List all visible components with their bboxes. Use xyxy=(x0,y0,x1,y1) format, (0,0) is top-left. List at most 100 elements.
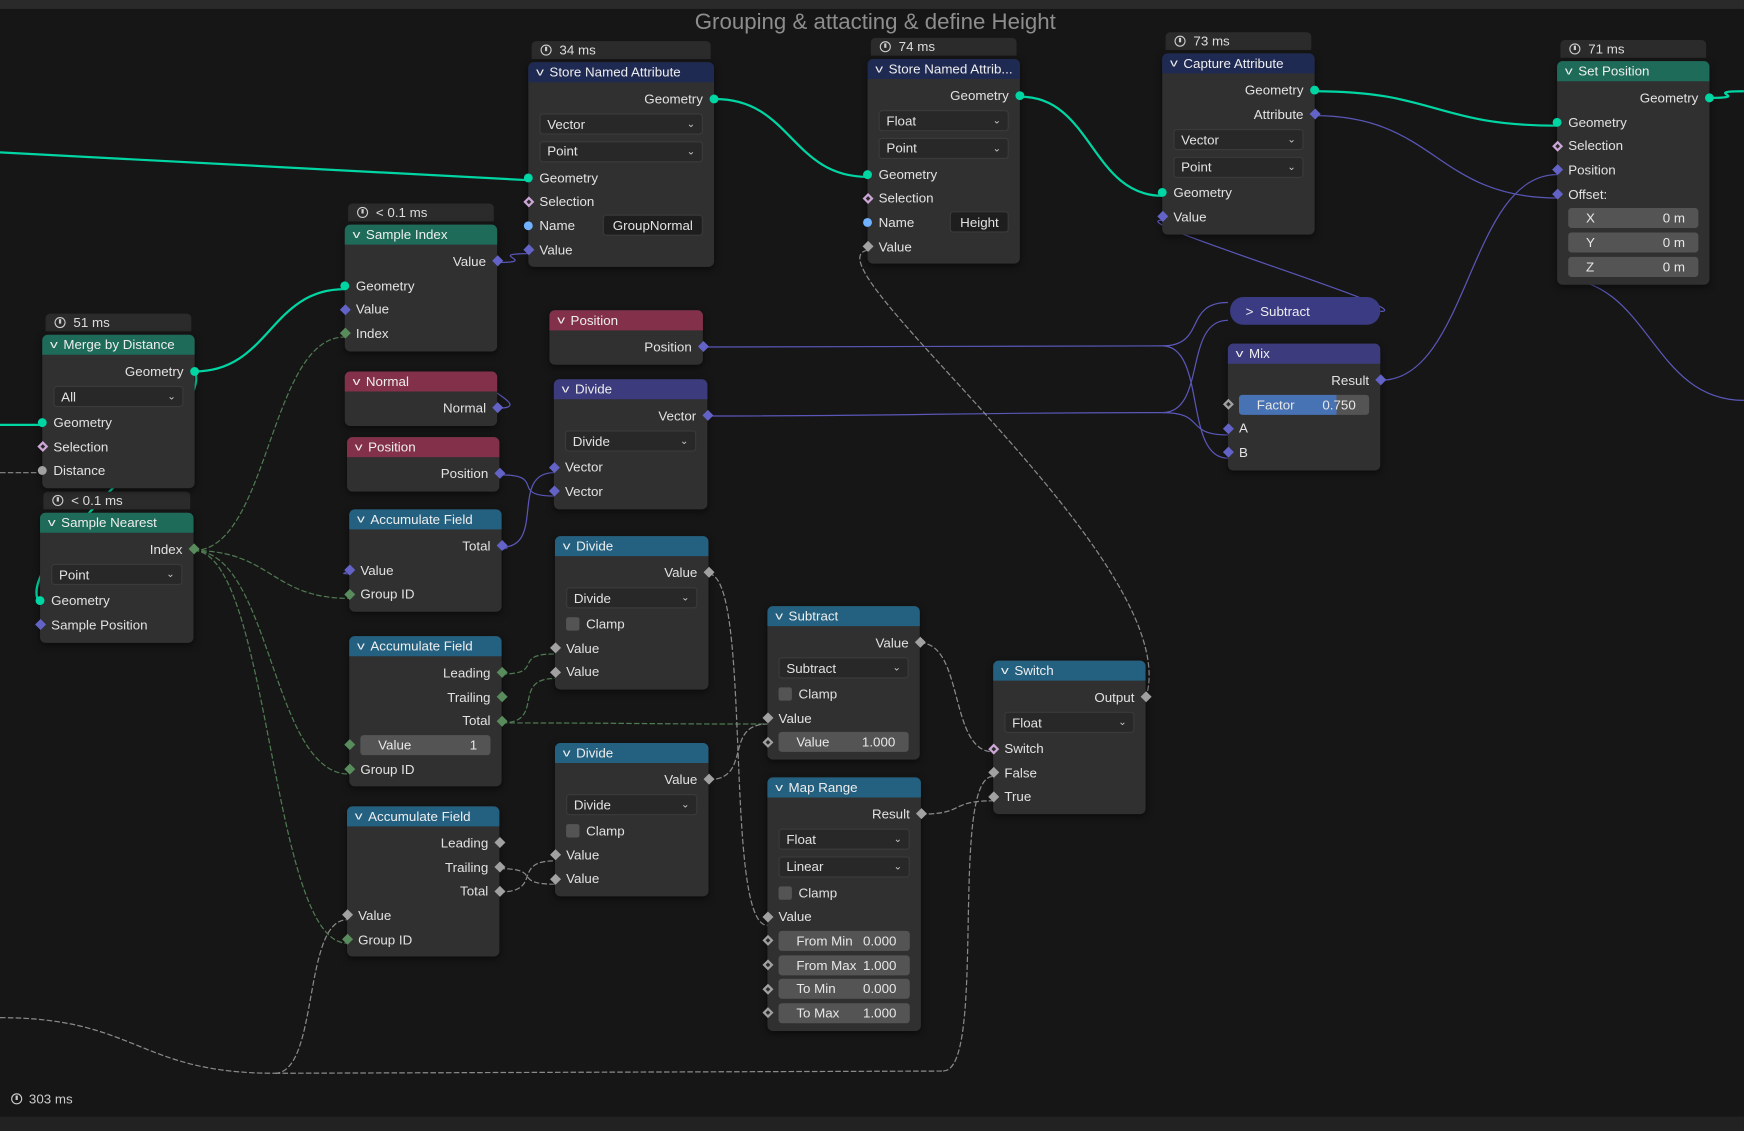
node-link-vec[interactable] xyxy=(1380,174,1558,381)
socket-float[interactable] xyxy=(37,466,47,476)
node-link-vec[interactable] xyxy=(707,412,1163,417)
chevron-down-icon[interactable]: v xyxy=(50,338,58,351)
socket-geo[interactable] xyxy=(709,94,719,104)
chevron-down-icon[interactable]: v xyxy=(775,781,783,794)
clamp-checkbox[interactable] xyxy=(566,824,580,838)
node-link-float[interactable] xyxy=(0,1017,275,1074)
dropdown-select[interactable]: Divide⌄ xyxy=(564,430,697,453)
dropdown-select[interactable]: Point⌄ xyxy=(51,564,183,586)
chevron-down-icon[interactable]: v xyxy=(557,314,565,327)
node-link-geo[interactable] xyxy=(1020,95,1163,197)
chevron-down-icon[interactable]: v xyxy=(47,516,56,529)
node-link-float[interactable] xyxy=(943,775,994,1072)
socket-geo[interactable] xyxy=(1552,117,1562,127)
socket-str[interactable] xyxy=(863,217,872,227)
node-link-geo[interactable] xyxy=(715,97,868,178)
chevron-down-icon[interactable]: v xyxy=(357,640,365,653)
socket-geo[interactable] xyxy=(863,169,872,179)
socket-str[interactable] xyxy=(523,221,533,231)
node-link-vec[interactable] xyxy=(1162,301,1228,347)
name-input[interactable]: Height xyxy=(950,211,1009,233)
chevron-down-icon[interactable]: v xyxy=(354,810,363,823)
chevron-down-icon[interactable]: v xyxy=(536,66,544,79)
socket-geo[interactable] xyxy=(340,280,350,290)
node-link-geo[interactable] xyxy=(1314,90,1558,127)
dropdown-select[interactable]: Float⌄ xyxy=(1004,712,1135,734)
node-link-vec[interactable] xyxy=(1157,219,1385,313)
node-link-int[interactable] xyxy=(501,677,555,724)
socket-geo[interactable] xyxy=(1015,91,1025,100)
node-link-int[interactable] xyxy=(193,549,348,944)
chevron-right-icon[interactable]: > xyxy=(1245,303,1254,319)
chevron-down-icon[interactable]: v xyxy=(1564,65,1573,78)
socket-geo[interactable] xyxy=(523,172,533,182)
chevron-down-icon[interactable]: v xyxy=(357,513,365,526)
node-link-float[interactable] xyxy=(274,919,348,1074)
node-link-int[interactable] xyxy=(193,549,350,599)
dropdown-select[interactable]: Linear⌄ xyxy=(778,856,910,878)
node-link-int[interactable] xyxy=(501,722,768,725)
node-link-float[interactable] xyxy=(499,860,555,893)
socket-geo[interactable] xyxy=(37,418,47,428)
name-input[interactable]: GroupNormal xyxy=(602,215,703,237)
dropdown-select[interactable]: Divide⌄ xyxy=(566,794,698,816)
node-link-float[interactable] xyxy=(499,868,555,885)
node-link-geo[interactable] xyxy=(194,288,345,373)
chevron-down-icon[interactable]: v xyxy=(775,610,783,623)
socket-geo[interactable] xyxy=(35,596,45,606)
dropdown-select[interactable]: Vector⌄ xyxy=(539,113,703,136)
node-link-geo[interactable] xyxy=(1709,90,1744,99)
chevron-down-icon[interactable]: v xyxy=(1235,347,1244,360)
node-link-vec[interactable] xyxy=(501,472,554,548)
clamp-checkbox[interactable] xyxy=(778,885,792,900)
node-link-geo[interactable] xyxy=(0,151,529,182)
node-subtract-collapsed[interactable]: > Subtract xyxy=(1230,296,1381,325)
dropdown-select[interactable]: Point⌄ xyxy=(1173,156,1304,178)
chevron-down-icon[interactable]: v xyxy=(352,228,361,241)
node-link-vec[interactable] xyxy=(1557,277,1744,402)
dropdown-select[interactable]: Float⌄ xyxy=(778,829,910,851)
chevron-down-icon[interactable]: v xyxy=(561,383,570,396)
node-link-vec[interactable] xyxy=(1162,319,1228,414)
chevron-down-icon[interactable]: v xyxy=(354,440,363,454)
dropdown-select[interactable]: Divide⌄ xyxy=(566,587,698,609)
dropdown-select[interactable]: Float⌄ xyxy=(878,110,1009,132)
chevron-down-icon[interactable]: v xyxy=(562,746,571,760)
chevron-down-icon[interactable]: v xyxy=(1000,664,1009,677)
clamp-checkbox[interactable] xyxy=(778,687,792,701)
socket-geo[interactable] xyxy=(1310,85,1320,95)
node-link-int[interactable] xyxy=(193,549,350,775)
socket-geo[interactable] xyxy=(1157,188,1167,198)
chevron-down-icon[interactable]: v xyxy=(352,375,361,388)
